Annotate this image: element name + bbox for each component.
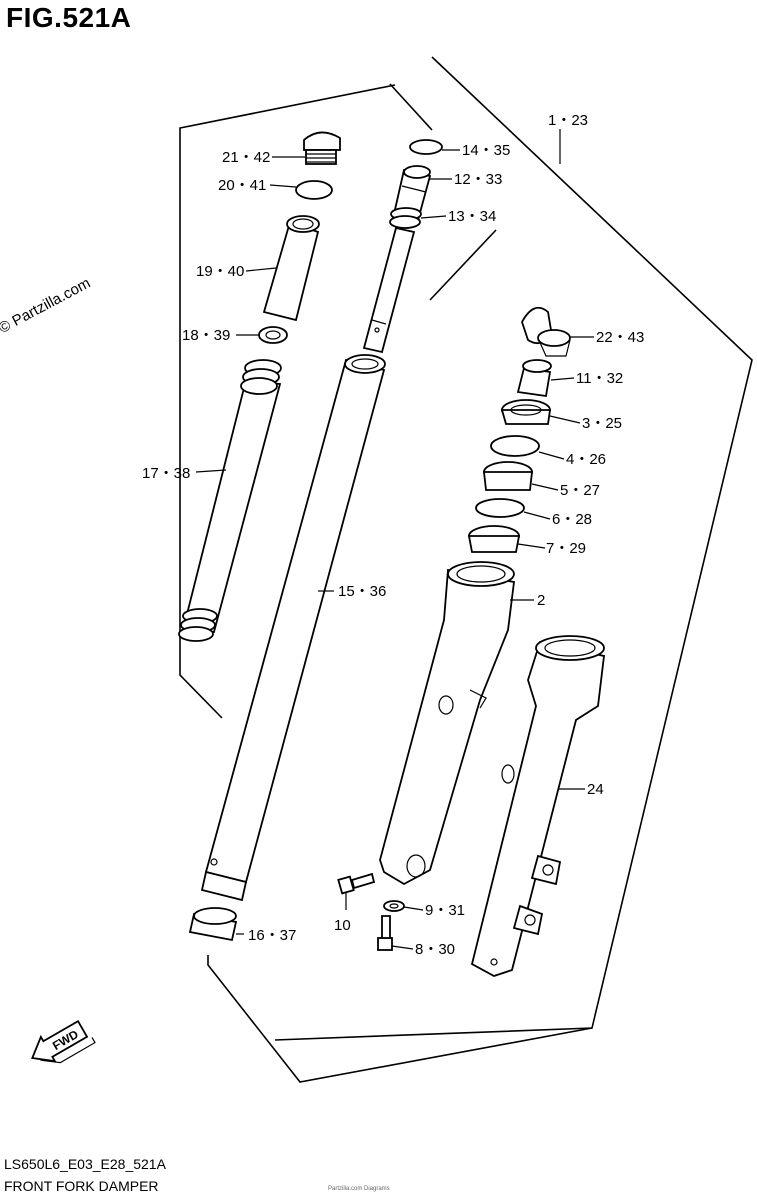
- part-outer-tube-alt[interactable]: [470, 635, 605, 977]
- part-damper-bolt[interactable]: [377, 915, 393, 951]
- part-spring[interactable]: [178, 359, 282, 642]
- callout-labels: 21・42 20・41 19・40 18・39 17・38 15・36 16・3…: [142, 112, 644, 958]
- part-dust-seal[interactable]: [500, 399, 552, 425]
- part-bolt-axle[interactable]: [337, 872, 376, 895]
- part-o-ring[interactable]: [295, 180, 333, 200]
- assembly-outline: [179, 56, 753, 1083]
- part-circlip[interactable]: [409, 139, 443, 155]
- callout-5-27[interactable]: 5・27: [560, 482, 600, 499]
- part-piston-ring[interactable]: [389, 207, 422, 229]
- callout-10[interactable]: 10: [334, 917, 351, 934]
- callout-13-34[interactable]: 13・34: [448, 208, 496, 225]
- callout-20-41[interactable]: 20・41: [218, 177, 266, 194]
- callout-8-30[interactable]: 8・30: [415, 941, 455, 958]
- part-damper-rod[interactable]: [362, 226, 416, 354]
- part-cap-bolt[interactable]: [303, 131, 341, 165]
- callout-16-37[interactable]: 16・37: [248, 927, 296, 944]
- callout-14-35[interactable]: 14・35: [462, 142, 510, 159]
- callout-1-23[interactable]: 1・23: [548, 112, 588, 129]
- callout-12-33[interactable]: 12・33: [454, 171, 502, 188]
- callout-9-31[interactable]: 9・31: [425, 902, 465, 919]
- part-bushing-lower[interactable]: [188, 907, 238, 942]
- callout-21-42[interactable]: 21・42: [222, 149, 270, 166]
- callout-3-25[interactable]: 3・25: [582, 415, 622, 432]
- callout-2[interactable]: 2: [537, 592, 545, 609]
- part-gasket[interactable]: [383, 900, 405, 912]
- callout-24[interactable]: 24: [587, 781, 604, 798]
- figure-title: FIG.521A: [6, 2, 132, 33]
- part-outer-tube[interactable]: [379, 561, 515, 886]
- callout-7-29[interactable]: 7・29: [546, 540, 586, 557]
- part-inner-tube[interactable]: [200, 354, 386, 902]
- fwd-arrow-icon: FWD: [31, 1019, 96, 1064]
- callout-6-28[interactable]: 6・28: [552, 511, 592, 528]
- diagram-name: FRONT FORK DAMPER: [4, 1178, 159, 1194]
- fine-print: Partzilla.com Diagrams: [328, 1186, 390, 1192]
- leader-lines: [195, 129, 594, 950]
- part-washer[interactable]: [258, 326, 288, 344]
- part-cap-seal[interactable]: [516, 359, 552, 398]
- part-oil-seal[interactable]: [482, 461, 534, 491]
- callout-4-26[interactable]: 4・26: [566, 451, 606, 468]
- diagram-code: LS650L6_E03_E28_521A: [4, 1156, 166, 1172]
- part-stopper-ring[interactable]: [490, 435, 540, 457]
- part-spacer[interactable]: [262, 215, 320, 322]
- callout-22-43[interactable]: 22・43: [596, 329, 644, 346]
- callout-19-40[interactable]: 19・40: [196, 263, 244, 280]
- callout-15-36[interactable]: 15・36: [338, 583, 386, 600]
- callout-18-39[interactable]: 18・39: [182, 327, 230, 344]
- part-seal-spacer[interactable]: [475, 498, 525, 518]
- part-dust-cover[interactable]: [521, 306, 571, 357]
- callout-17-38[interactable]: 17・38: [142, 465, 190, 482]
- callout-11-32[interactable]: 11・32: [576, 370, 623, 387]
- part-bushing-upper[interactable]: [467, 525, 521, 553]
